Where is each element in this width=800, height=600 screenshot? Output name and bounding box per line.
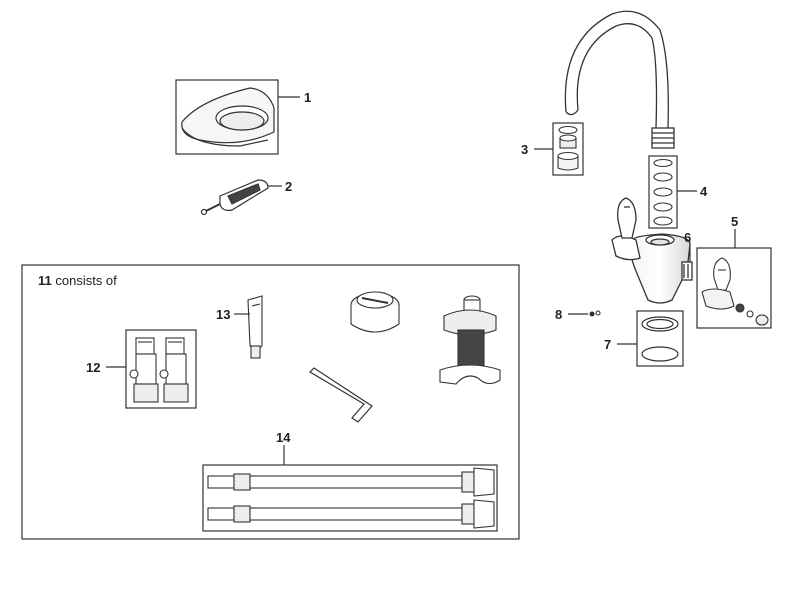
callout-4: 4 [700,184,708,199]
callout-8: 8 [555,307,562,322]
kit-11-caption-text: consists of [52,273,117,288]
part-12-isolating-valves [129,337,189,403]
faucet-spout [564,10,675,149]
part-7-washers [641,316,679,362]
faucet-body [611,197,693,304]
part-7-box [636,310,684,367]
part-4-o-rings [653,158,673,226]
callout-13: 13 [216,307,230,322]
part-3-aerator [557,125,579,171]
callout-1: 1 [304,90,311,105]
part-2-screwdriver [200,179,269,216]
callout-2: 2 [285,179,292,194]
part-1-base-plate [175,79,279,155]
part-14-box [202,464,498,532]
part-5-lever-handle [701,257,769,326]
callout-5: 5 [731,214,738,229]
allen-key [309,367,373,423]
kit-11-caption: 11 consists of [38,273,117,288]
part-14-flexible-hoses [207,467,495,529]
part-5-box [696,247,772,329]
part-8-grub-screw [589,310,601,317]
part-4-box [648,155,678,229]
kit-11-number: 11 [38,273,52,288]
callout-6: 6 [684,230,691,245]
callout-3: 3 [521,142,528,157]
part-1-box [175,79,279,155]
mounting-post-assembly [439,295,501,385]
part-13-sealant-tube [247,295,263,359]
part-12-box [125,329,197,409]
callout-12: 12 [86,360,100,375]
lid-cap [350,291,400,333]
callout-14: 14 [276,430,291,445]
kit-11-box [21,264,520,540]
callout-7: 7 [604,337,611,352]
